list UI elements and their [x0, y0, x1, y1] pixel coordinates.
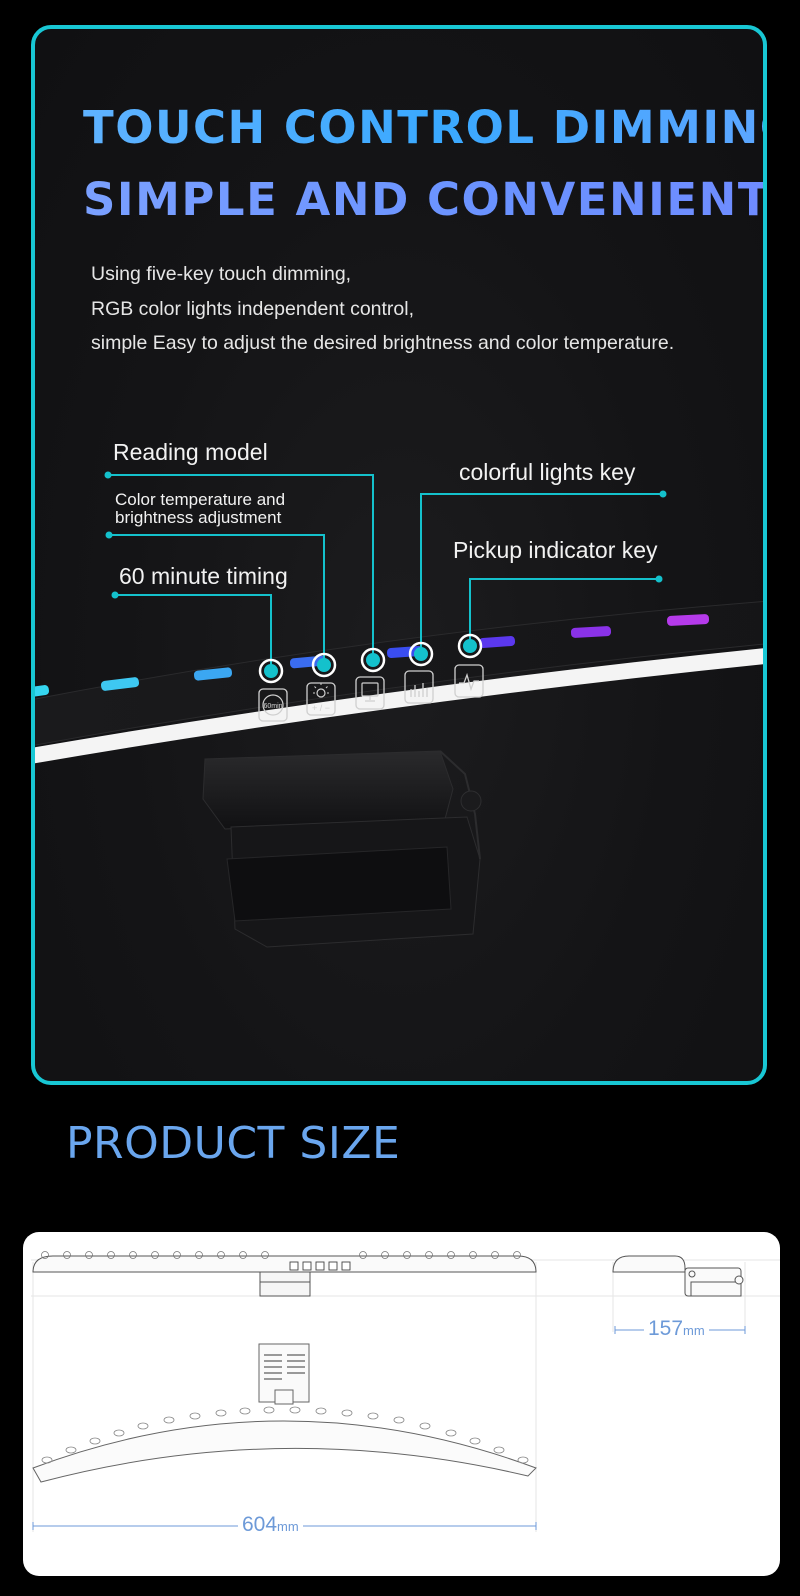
- colorful-lights-key-icon: [404, 670, 434, 704]
- callout-reading-model: Reading model: [113, 439, 268, 465]
- dimension-drawing: [31, 1251, 780, 1532]
- touch-keys: [258, 664, 484, 722]
- callout-pickup-indicator-key: Pickup indicator key: [453, 537, 658, 563]
- dimension-lines: [32, 1326, 746, 1530]
- light-bar: [35, 600, 763, 764]
- top-view-led-dots: [41, 1251, 521, 1259]
- width-dimension-label: 604mm: [238, 1513, 303, 1537]
- monitor-clamp: [202, 750, 482, 948]
- light-bar-illustration: 60min + / −: [35, 471, 763, 948]
- callout-color-temp-line-2: brightness adjustment: [115, 508, 282, 527]
- reading-mode-key-icon: [355, 676, 385, 710]
- front-view-led-dots: [41, 1406, 529, 1464]
- description-line-2: RGB color lights independent control,: [91, 297, 415, 320]
- callout-color-temp-line-1: Color temperature and: [115, 490, 286, 509]
- feature-description: Using five-key touch dimming, RGB color …: [91, 257, 674, 361]
- top-view-keys: [289, 1261, 351, 1271]
- description-line-3: simple Easy to adjust the desired bright…: [91, 332, 675, 354]
- rgb-led-strip: [35, 614, 710, 699]
- width-dimension-value: 604: [242, 1513, 278, 1536]
- depth-dimension-value: 157: [648, 1317, 684, 1340]
- headline-line-2: SIMPLE AND CONVENIENT: [83, 173, 763, 226]
- depth-dimension-unit: mm: [683, 1323, 705, 1338]
- feature-panel: TOUCH CONTROL DIMMING SIMPLE AND CONVENI…: [31, 25, 767, 1085]
- callout-colorful-lights-key: colorful lights key: [459, 459, 636, 485]
- front-view: [32, 1343, 537, 1483]
- depth-dimension-label: 157mm: [644, 1317, 709, 1341]
- callout-dots: [104, 471, 667, 599]
- width-dimension-unit: mm: [277, 1519, 299, 1534]
- callout-lines: [108, 474, 663, 671]
- timer-key-label: 60min: [263, 703, 282, 710]
- timer-key-icon: [258, 688, 288, 722]
- key-markers: [258, 633, 483, 684]
- headline-line-1: TOUCH CONTROL DIMMING: [83, 101, 763, 154]
- description-line-1: Using five-key touch dimming,: [91, 263, 352, 285]
- top-view-bar: [32, 1255, 537, 1297]
- brightness-key-icon: [306, 682, 336, 716]
- product-size-title: PRODUCT SIZE: [66, 1118, 401, 1169]
- dimension-drawing-card: 604mm 157mm: [23, 1232, 780, 1576]
- callout-60-minute-timing: 60 minute timing: [119, 563, 288, 589]
- clamp-print-lines: [264, 1354, 305, 1380]
- callout-color-temperature: Color temperature and brightness adjustm…: [115, 491, 285, 527]
- pickup-indicator-key-icon: [454, 664, 484, 698]
- side-view: [612, 1255, 744, 1297]
- brightness-key-label: + / −: [312, 703, 330, 713]
